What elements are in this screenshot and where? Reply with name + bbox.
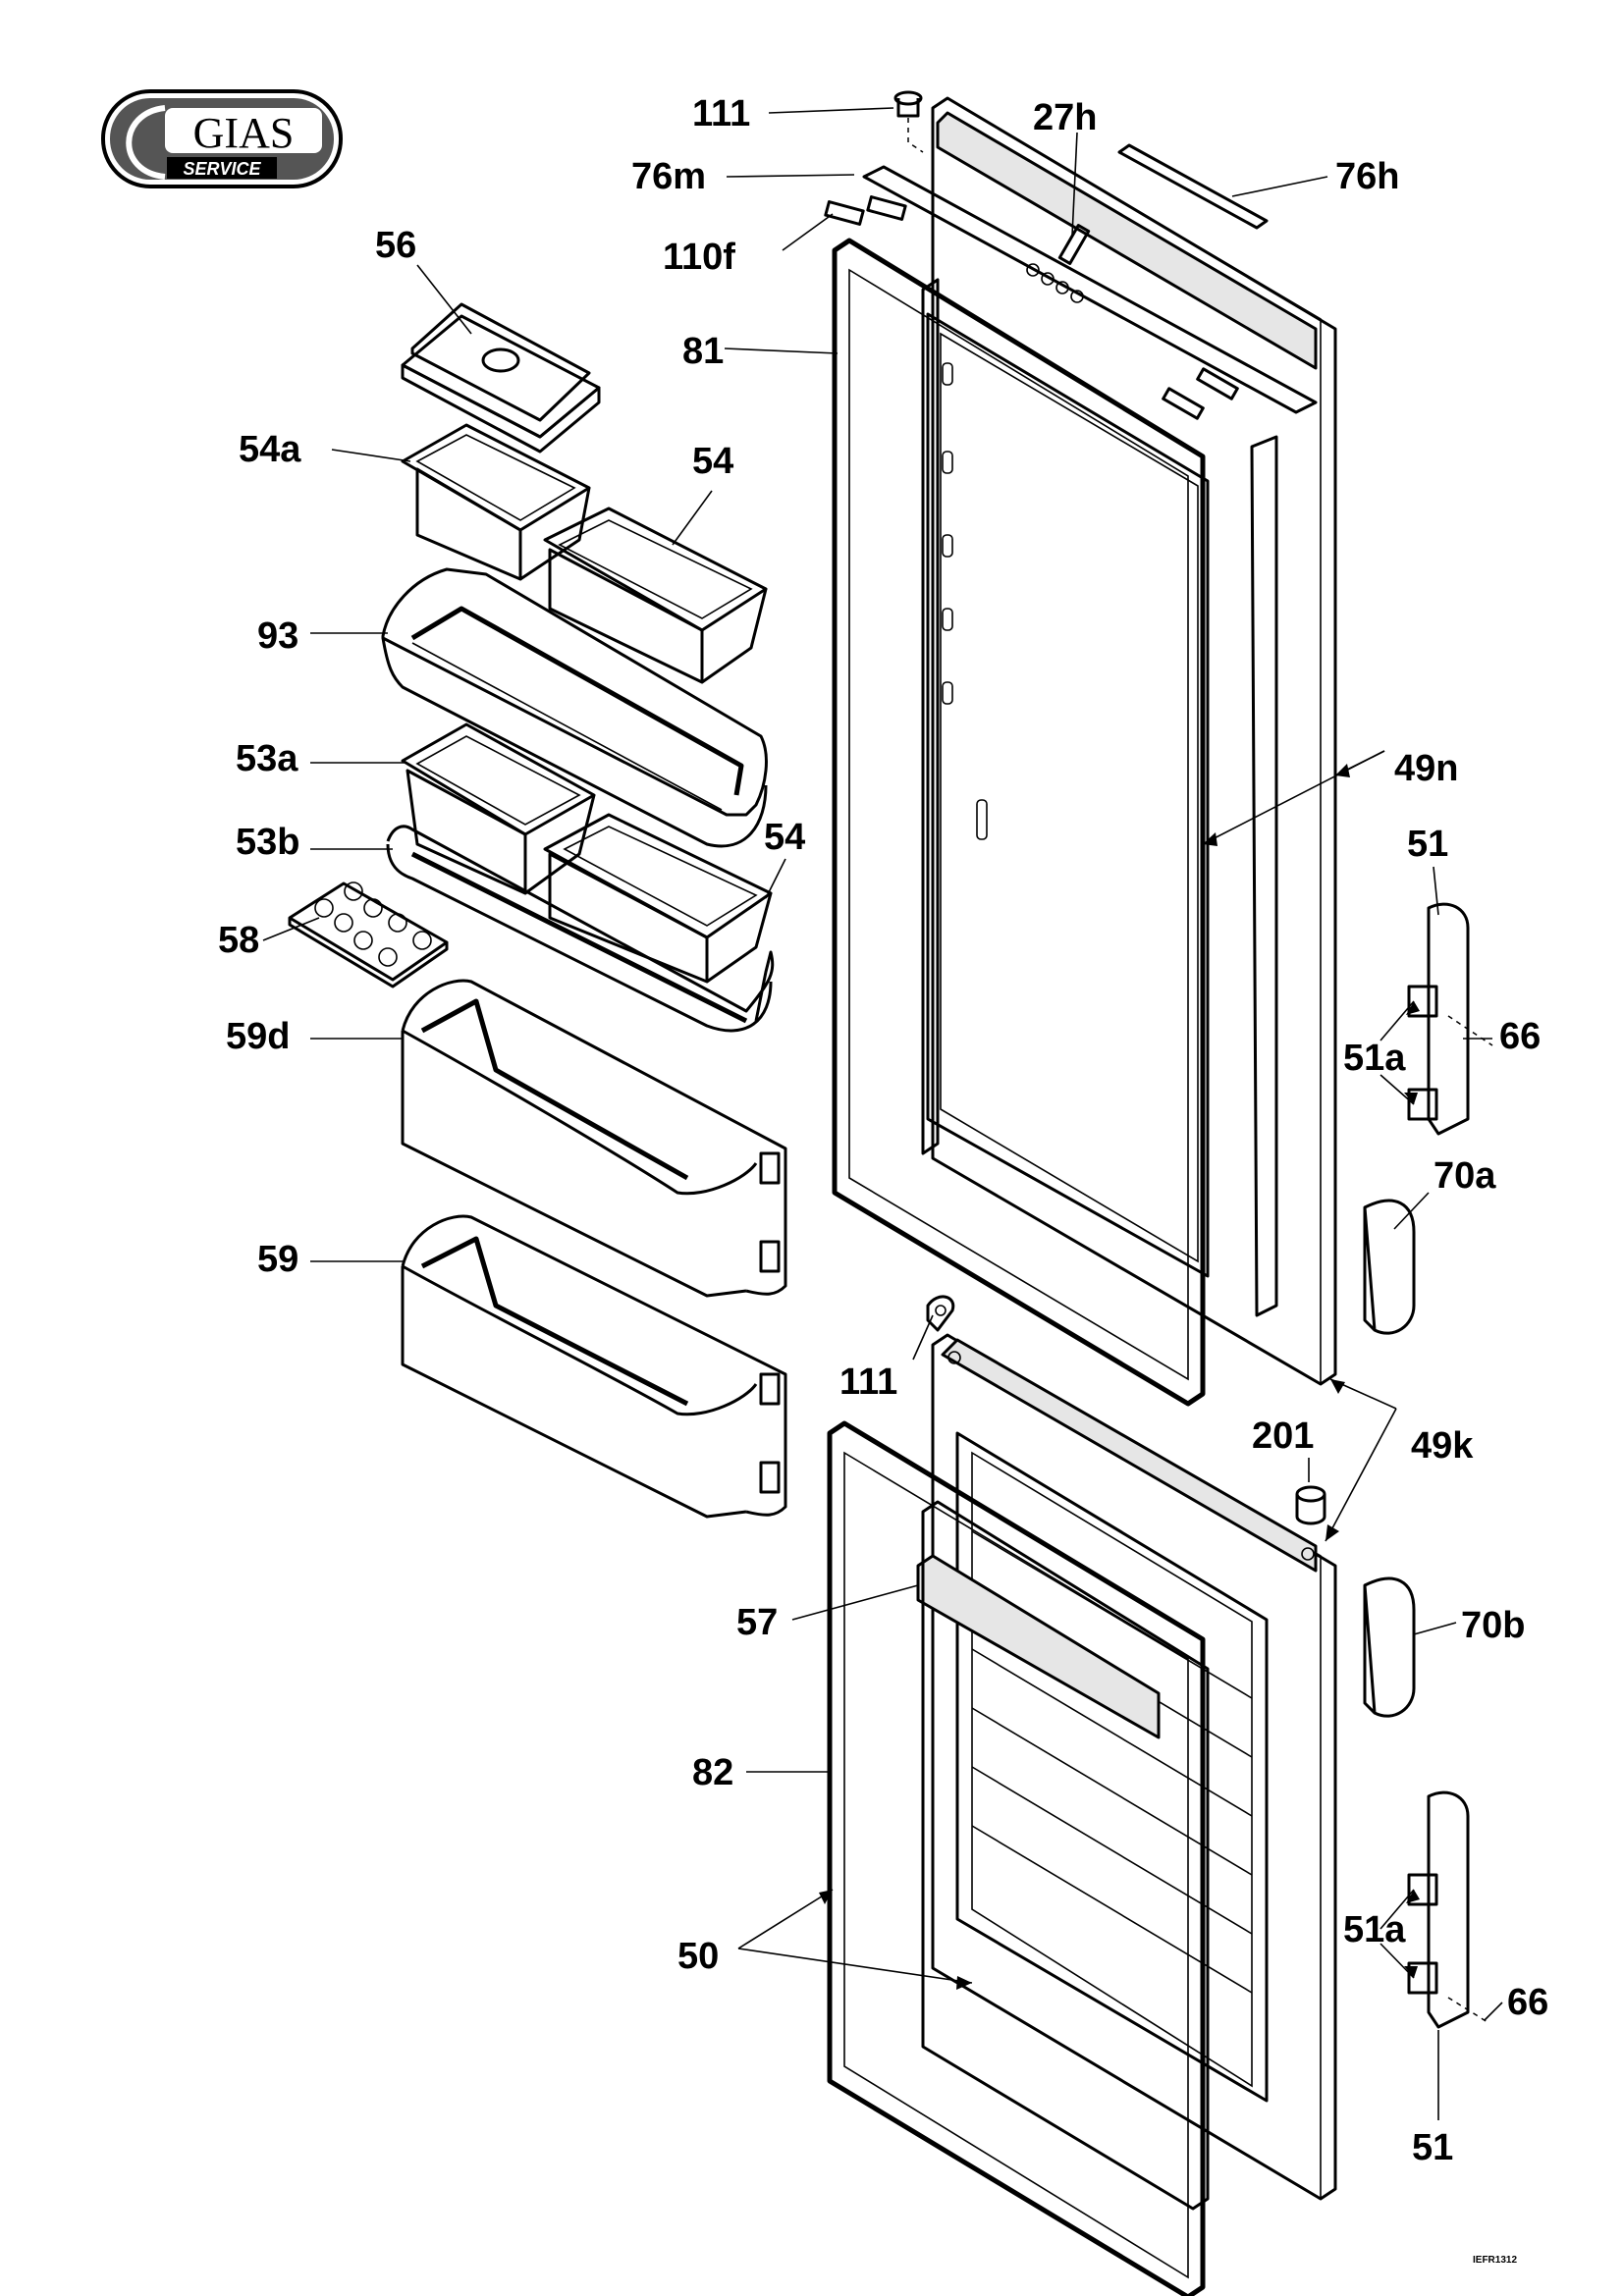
top-hinge-pin [893,90,924,153]
part-labels: 111 27h 76m 76h 110f 56 81 54a 54 93 49n… [218,93,1548,2168]
label-54-mid: 54 [764,817,805,858]
leader-lines [262,107,1503,2120]
label-111-top: 111 [692,93,750,134]
label-50: 50 [677,1936,719,1977]
cap-201 [1295,1485,1326,1525]
trim-strip-76h [1117,143,1269,230]
label-54-top: 54 [692,441,733,482]
label-51a-top: 51a [1343,1038,1406,1079]
label-76h: 76h [1335,156,1399,197]
label-54a: 54a [239,429,301,470]
label-111-mid: 111 [839,1362,897,1403]
door-shelf-93 [381,567,768,848]
label-76m: 76m [631,156,706,197]
drawing-code: IEFR1312 [1473,2255,1517,2266]
bottle-shelf-59 [401,1214,787,1519]
bottle-shelf-59d [401,979,787,1298]
label-49k: 49k [1411,1425,1474,1467]
butter-box-54a [401,423,591,581]
logo-brand-text: GIAS [193,109,295,157]
small-box-54-top [543,507,768,684]
label-57: 57 [736,1602,778,1643]
label-51-top: 51 [1407,824,1448,865]
leader-arrowheads [819,764,1420,1990]
label-81: 81 [682,331,724,372]
label-51-bottom: 51 [1412,2127,1453,2168]
lower-door-outer-panel [931,1333,1337,2201]
label-110f: 110f [663,237,735,278]
butter-box-lid-56 [401,302,601,454]
label-51a-bottom: 51a [1343,1909,1406,1950]
handle-70b [1363,1576,1416,1718]
hinge-bracket-51-top [1407,902,1493,1136]
gias-service-logo: GIAS SERVICE [101,89,343,188]
freezer-flap-57 [916,1554,1161,1739]
box-53a [401,722,596,895]
door-shelf-53b [386,825,775,1033]
label-53a: 53a [236,738,298,779]
trim-strip-76m [862,165,1318,414]
label-93: 93 [257,615,298,657]
small-box-54-mid [543,813,773,984]
upper-door-gasket [832,238,1206,1407]
lower-door-inner-liner [955,1431,1269,2103]
trim-piece-110f [824,195,907,226]
hinge-axle [1057,224,1091,265]
lower-hinge-pin-111 [926,1295,955,1332]
label-27h: 27h [1033,97,1097,138]
label-59d: 59d [226,1016,290,1057]
label-56: 56 [375,225,416,266]
upper-door-outer-panel [931,96,1337,1386]
label-53b: 53b [236,822,299,863]
label-66-top: 66 [1499,1016,1541,1057]
label-49n: 49n [1394,748,1458,789]
label-59: 59 [257,1239,298,1280]
logo-tagline-text: SERVICE [183,159,261,179]
egg-tray-58 [288,881,449,988]
label-66-bottom: 66 [1507,1982,1548,2023]
label-58: 58 [218,920,259,961]
upper-door-inner-liner [921,278,1210,1278]
label-82: 82 [692,1752,733,1793]
hinge-bracket-51-bottom [1407,1790,1488,2029]
label-70b: 70b [1461,1605,1525,1646]
lower-door-gasket-50 [921,1500,1210,2211]
label-201: 201 [1252,1415,1314,1457]
label-70a: 70a [1434,1155,1496,1197]
lower-door-gasket-82 [827,1420,1206,2296]
handle-70a [1363,1199,1416,1335]
